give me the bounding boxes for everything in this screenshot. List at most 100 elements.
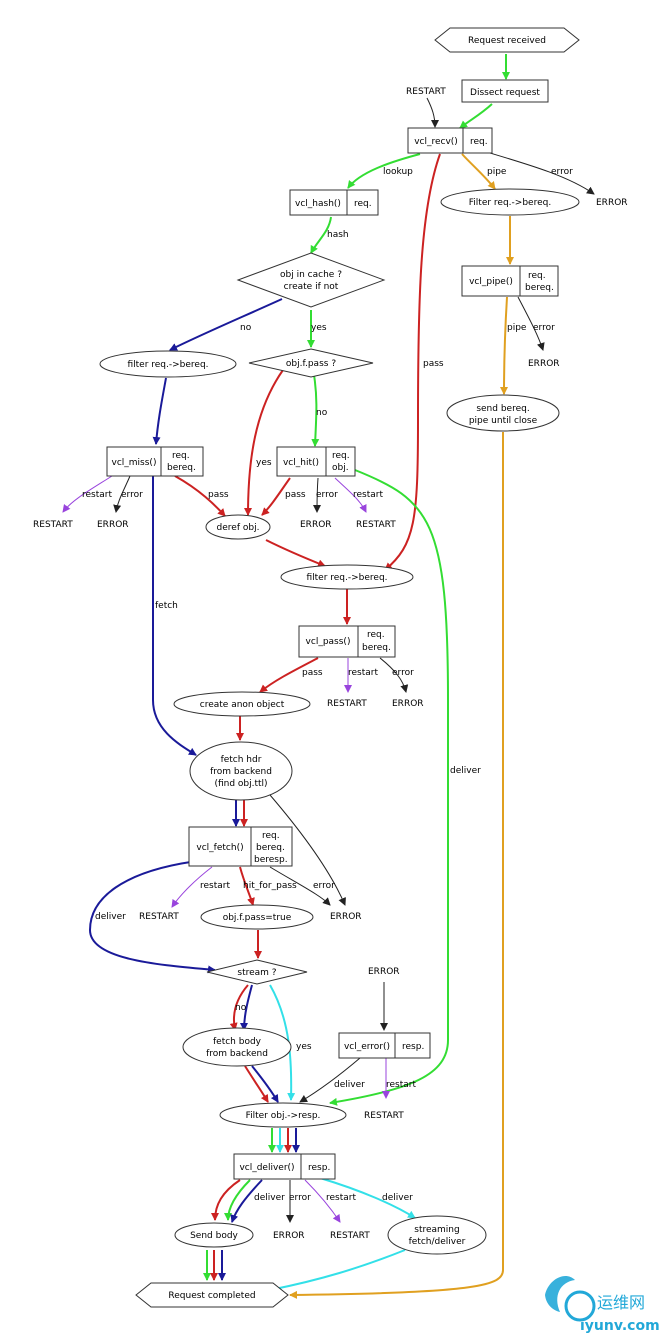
edge-pass-anon <box>259 657 319 693</box>
node-vcl-miss: vcl_miss() req. bereq. <box>106 446 204 477</box>
node-fetch-hdr-line3: (find obj.ttl) <box>214 779 267 789</box>
label-pass-pass: pass <box>302 668 323 678</box>
label-pipe-send: pipe <box>507 323 527 333</box>
node-fetch-body: fetch body from backend <box>182 1027 292 1067</box>
node-fetch-hdr: fetch hdr from backend (find obj.ttl) <box>189 741 293 801</box>
label-no-cache: no <box>240 323 252 333</box>
node-fetch-body-line2: from backend <box>206 1049 268 1059</box>
node-vcl-hash-label: vcl_hash() <box>295 199 341 209</box>
restart-error: RESTART <box>364 1111 404 1121</box>
edge-fetch-restart <box>171 866 213 908</box>
label-yes-stream: yes <box>296 1042 312 1052</box>
restart-pass: RESTART <box>327 699 367 709</box>
error-recv: ERROR <box>596 198 628 208</box>
node-vcl-pipe-label: vcl_pipe() <box>469 277 513 287</box>
node-vcl-pipe: vcl_pipe() req. bereq. <box>461 265 559 297</box>
error-hit: ERROR <box>300 520 332 530</box>
edge-miss-fetch <box>152 476 197 756</box>
watermark-url: iyunv.com <box>580 1318 660 1334</box>
label-restart-deliver: restart <box>326 1193 356 1203</box>
node-request-completed-label: Request completed <box>168 1291 255 1301</box>
node-vcl-deliver-label: vcl_deliver() <box>239 1163 294 1173</box>
label-pipe: pipe <box>487 167 507 177</box>
node-obj-f-pass: obj.f.pass ? <box>248 348 374 378</box>
node-filter-obj-label: Filter obj.->resp. <box>246 1111 321 1121</box>
node-vcl-deliver: vcl_deliver() resp. <box>233 1153 336 1180</box>
node-vcl-fetch: vcl_fetch() req. bereq. beresp. <box>188 826 293 867</box>
edge-deliver-streaming <box>319 1177 416 1219</box>
node-vcl-hit-label: vcl_hit() <box>283 458 319 468</box>
edge-hash-cache <box>310 216 332 254</box>
label-no-stream: no <box>235 1003 247 1013</box>
label-yes-cache: yes <box>311 323 327 333</box>
node-filter-miss-label: filter req.->bereq. <box>127 360 208 370</box>
error-fetch: ERROR <box>330 912 362 922</box>
label-deliver-deliver: deliver <box>254 1193 285 1203</box>
label-restart-error: restart <box>386 1080 416 1090</box>
node-create-anon-label: create anon object <box>200 700 285 710</box>
edge-stream-no-red <box>229 984 249 1031</box>
edge-deliver-sendbody-red <box>211 1179 241 1221</box>
node-vcl-error-label: vcl_error() <box>344 1042 390 1052</box>
edge-recv-pipe <box>461 153 496 190</box>
edge-dissect-recv <box>459 103 493 129</box>
edge-deliver-sendbody-blue <box>230 1179 263 1223</box>
error-pass: ERROR <box>392 699 424 709</box>
node-vcl-fetch-req: req. <box>262 831 280 841</box>
label-error-deliver: error <box>289 1193 311 1203</box>
node-request-completed: Request completed <box>135 1282 289 1308</box>
edge-fetch-hitforpass <box>239 866 255 906</box>
edge-hit-pass <box>261 477 291 516</box>
label-deliver-fetch: deliver <box>95 912 126 922</box>
node-vcl-pipe-req: req. <box>528 271 546 281</box>
label-pass-recv: pass <box>423 359 444 369</box>
node-send-bereq-line2: pipe until close <box>469 416 538 426</box>
restart-miss: RESTART <box>33 520 73 530</box>
edge-fetchbody-filterobj-red <box>244 1065 269 1103</box>
edge-streaming-completed <box>269 1249 406 1293</box>
label-error-recv: error <box>551 167 573 177</box>
node-filter-pipe-label: Filter req.->bereq. <box>469 198 551 208</box>
node-vcl-recv-req: req. <box>470 137 488 147</box>
node-dissect-request-label: Dissect request <box>470 88 540 98</box>
label-error-miss: error <box>121 490 143 500</box>
restart-deliver: RESTART <box>330 1231 370 1241</box>
node-vcl-miss-label: vcl_miss() <box>112 458 157 468</box>
edge-hit-error <box>313 477 322 513</box>
node-send-bereq-line1: send bereq. <box>476 404 529 414</box>
edge-miss-restart <box>62 475 113 513</box>
edge-sendbereq-completed <box>289 432 504 1299</box>
node-vcl-pipe-bereq: bereq. <box>525 283 554 293</box>
restart-fetch: RESTART <box>139 912 179 922</box>
edge-fetchbody-filterobj-blue <box>251 1065 279 1103</box>
edge-recv-pass <box>384 153 441 571</box>
edge-filtermiss-vclmiss <box>152 377 167 445</box>
node-vcl-hit: vcl_hit() req. obj. <box>276 446 356 477</box>
node-vcl-pass: vcl_pass() req. bereq. <box>298 625 396 658</box>
node-deref-obj: deref obj. <box>205 514 271 540</box>
node-vcl-recv: vcl_recv() req. <box>407 127 493 154</box>
node-stream: stream ? <box>206 959 308 985</box>
edge-hit-restart <box>334 477 367 513</box>
node-filter-obj: Filter obj.->resp. <box>219 1102 347 1128</box>
node-send-body-label: Send body <box>190 1231 238 1241</box>
error-pipe: ERROR <box>528 359 560 369</box>
node-vcl-error-resp: resp. <box>402 1042 424 1052</box>
edge-vclpipe-error <box>517 296 545 351</box>
watermark-globe-icon <box>564 1290 596 1322</box>
label-restart-hit: restart <box>353 490 383 500</box>
label-restart-pass: restart <box>348 668 378 678</box>
restart-top: RESTART <box>406 87 446 97</box>
node-vcl-fetch-beresp: beresp. <box>254 855 288 865</box>
node-vcl-fetch-bereq: bereq. <box>256 843 285 853</box>
watermark-cn: 运维网 <box>597 1293 645 1312</box>
label-yes-fpass: yes <box>256 458 272 468</box>
node-vcl-hash: vcl_hash() req. <box>289 189 379 216</box>
label-deliver-hit: deliver <box>450 766 481 776</box>
error-miss: ERROR <box>97 520 129 530</box>
edge-deliver-sendbody-green <box>224 1179 251 1221</box>
label-error-pipe: error <box>533 323 555 333</box>
node-obj-in-cache-line2: create if not <box>284 282 339 292</box>
node-request-received-label: Request received <box>468 36 546 46</box>
